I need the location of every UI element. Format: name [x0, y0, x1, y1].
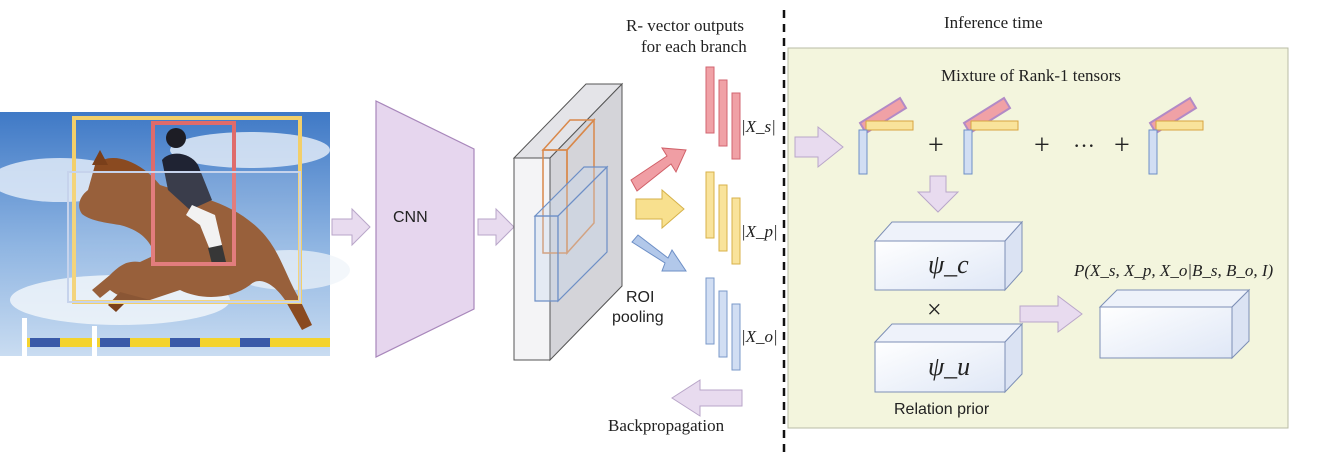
rvector-title-line1: R- vector outputs: [626, 16, 745, 35]
mixture-title: Mixture of Rank-1 tensors: [941, 66, 1121, 85]
object-vectors: [705, 277, 741, 371]
rank1-tensor-3: [1148, 96, 1204, 175]
xs-text: |X_s|: [741, 117, 776, 136]
fence-shape: [22, 318, 330, 356]
xo-text: |X_o|: [741, 327, 778, 346]
psi-u-box: [873, 322, 1024, 394]
backpropagation-label: Backpropagation: [608, 416, 725, 435]
object-bbox: [67, 171, 301, 303]
roi-label-line2: pooling: [612, 309, 664, 326]
arrow-mixture-to-psi: [916, 175, 960, 213]
arrow-prior-to-output: [1019, 295, 1083, 333]
xp-text: |X_p|: [741, 222, 778, 241]
rank1-tensor-1: [858, 96, 914, 175]
roi-label-line1: ROI: [626, 289, 655, 306]
arrow-vectors-to-mixture: [794, 125, 844, 169]
relation-prior-label: Relation prior: [894, 401, 990, 418]
rank1-tensor-2: [962, 96, 1019, 175]
rvector-title-line2: for each branch: [641, 37, 747, 56]
rider-shape: [162, 128, 226, 264]
plus-sign-2: +: [1034, 130, 1050, 161]
subject-vectors: [705, 66, 741, 160]
psi-c-label: ψ_c: [928, 250, 969, 279]
feature-map-box: [512, 82, 624, 362]
arrow-subject-branch: [630, 147, 687, 192]
arrow-predicate-branch: [635, 188, 685, 230]
plus-sign-1: +: [928, 130, 944, 161]
subject-vector-label: |X_s|: [741, 117, 776, 137]
output-box: [1098, 288, 1251, 360]
inference-time-label: Inference time: [944, 13, 1043, 32]
arrow-object-branch: [631, 234, 687, 272]
subject-bbox: [151, 121, 236, 266]
output-probability-formula: P(X_s, X_p, X_o|B_s, B_o, I): [1074, 261, 1274, 280]
psi-c-box: [873, 220, 1024, 292]
ellipsis: ···: [1073, 133, 1095, 158]
predicate-vectors: [705, 171, 741, 265]
inference-panel: [787, 47, 1289, 429]
cnn-block: [375, 100, 475, 358]
input-photo: [0, 112, 350, 356]
horse-shape: [79, 150, 312, 330]
cnn-label: CNN: [393, 209, 428, 226]
predicate-vector-label: |X_p|: [741, 222, 778, 242]
arrow-cnn-to-features: [477, 207, 515, 247]
psi-u-label: ψ_u: [928, 352, 971, 381]
arrow-image-to-cnn: [331, 207, 371, 247]
plus-sign-3: +: [1114, 130, 1130, 161]
object-vector-label: |X_o|: [741, 327, 778, 347]
times-sign: ×: [927, 295, 942, 324]
backpropagation-arrow: [671, 379, 743, 417]
